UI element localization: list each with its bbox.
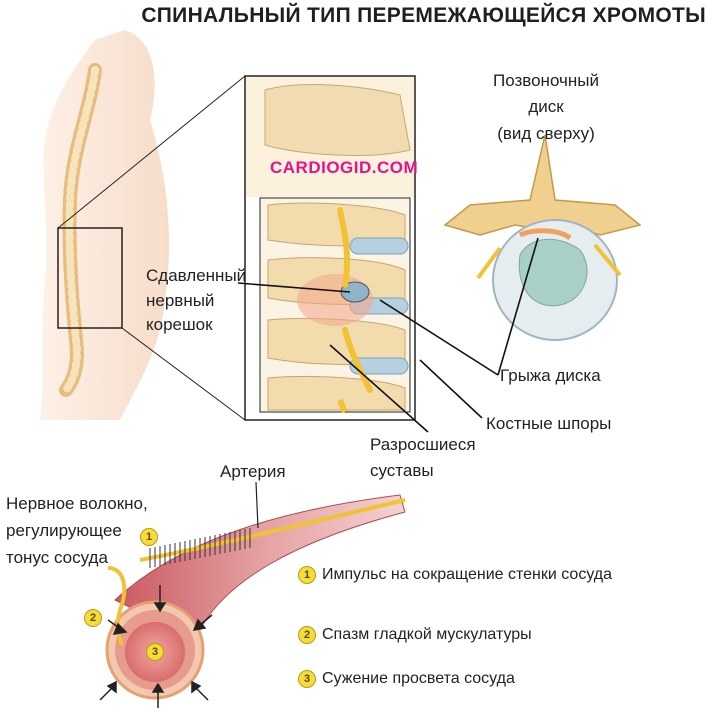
disc-label-line2: (вид сверху) bbox=[497, 123, 595, 143]
hernia-label: Грыжа диска bbox=[500, 366, 601, 385]
marker-1: 1 bbox=[140, 528, 158, 546]
legend-badge-2: 2 bbox=[298, 626, 316, 644]
legend-text-1: Импульс на сокращение стенки сосуда bbox=[322, 566, 613, 584]
overgrown-joints-label: Разросшиеся суставы bbox=[370, 432, 476, 485]
compressed-root-line1: Сдавленный bbox=[146, 266, 247, 285]
bone-spurs-label: Костные шпоры bbox=[486, 414, 612, 433]
nerve-fiber-label: Нервное волокно, регулирующее тонус сосу… bbox=[6, 490, 148, 572]
compressed-root-label: Сдавленный нервный корешок bbox=[146, 264, 246, 338]
legend-badge-3: 3 bbox=[298, 670, 316, 688]
legend-badge-1: 1 bbox=[298, 566, 316, 584]
marker-3: 3 bbox=[146, 643, 164, 661]
disc-top-view bbox=[443, 134, 642, 341]
marker-2: 2 bbox=[84, 609, 102, 627]
nerve-line3: тонус сосуда bbox=[6, 548, 108, 568]
disc-label: Позвоночный диск (вид сверху) bbox=[476, 68, 616, 147]
artery-label: Артерия bbox=[220, 462, 286, 481]
pointer-lines bbox=[237, 237, 539, 433]
overgrown-line1: Разросшиеся bbox=[370, 435, 476, 454]
legend-text-2: Спазм гладкой мускулатуры bbox=[322, 626, 532, 644]
compressed-root-line3: корешок bbox=[146, 315, 213, 335]
zoom-panel bbox=[244, 75, 416, 421]
nerve-line2: регулирующее bbox=[6, 521, 122, 541]
compressed-root-line2: нервный bbox=[146, 290, 215, 310]
legend-item-2: 2 Спазм гладкой мускулатуры bbox=[298, 626, 532, 644]
legend-item-3: 3 Сужение просвета сосуда bbox=[298, 670, 515, 688]
legend-item-1: 1 Импульс на сокращение стенки сосуда bbox=[298, 566, 612, 584]
overgrown-line2: суставы bbox=[370, 461, 434, 481]
legend-text-3: Сужение просвета сосуда bbox=[322, 670, 515, 688]
page-title: СПИНАЛЬНЫЙ ТИП ПЕРЕМЕЖАЮЩЕЙСЯ ХРОМОТЫ bbox=[141, 4, 706, 27]
disc-label-line1: Позвоночный диск bbox=[492, 71, 599, 117]
body-silhouette bbox=[40, 30, 170, 420]
watermark: CARDIOGID.COM bbox=[270, 158, 419, 177]
nerve-line1: Нервное волокно, bbox=[6, 494, 148, 513]
body-spine bbox=[59, 63, 102, 397]
body-highlight-box bbox=[57, 227, 123, 329]
